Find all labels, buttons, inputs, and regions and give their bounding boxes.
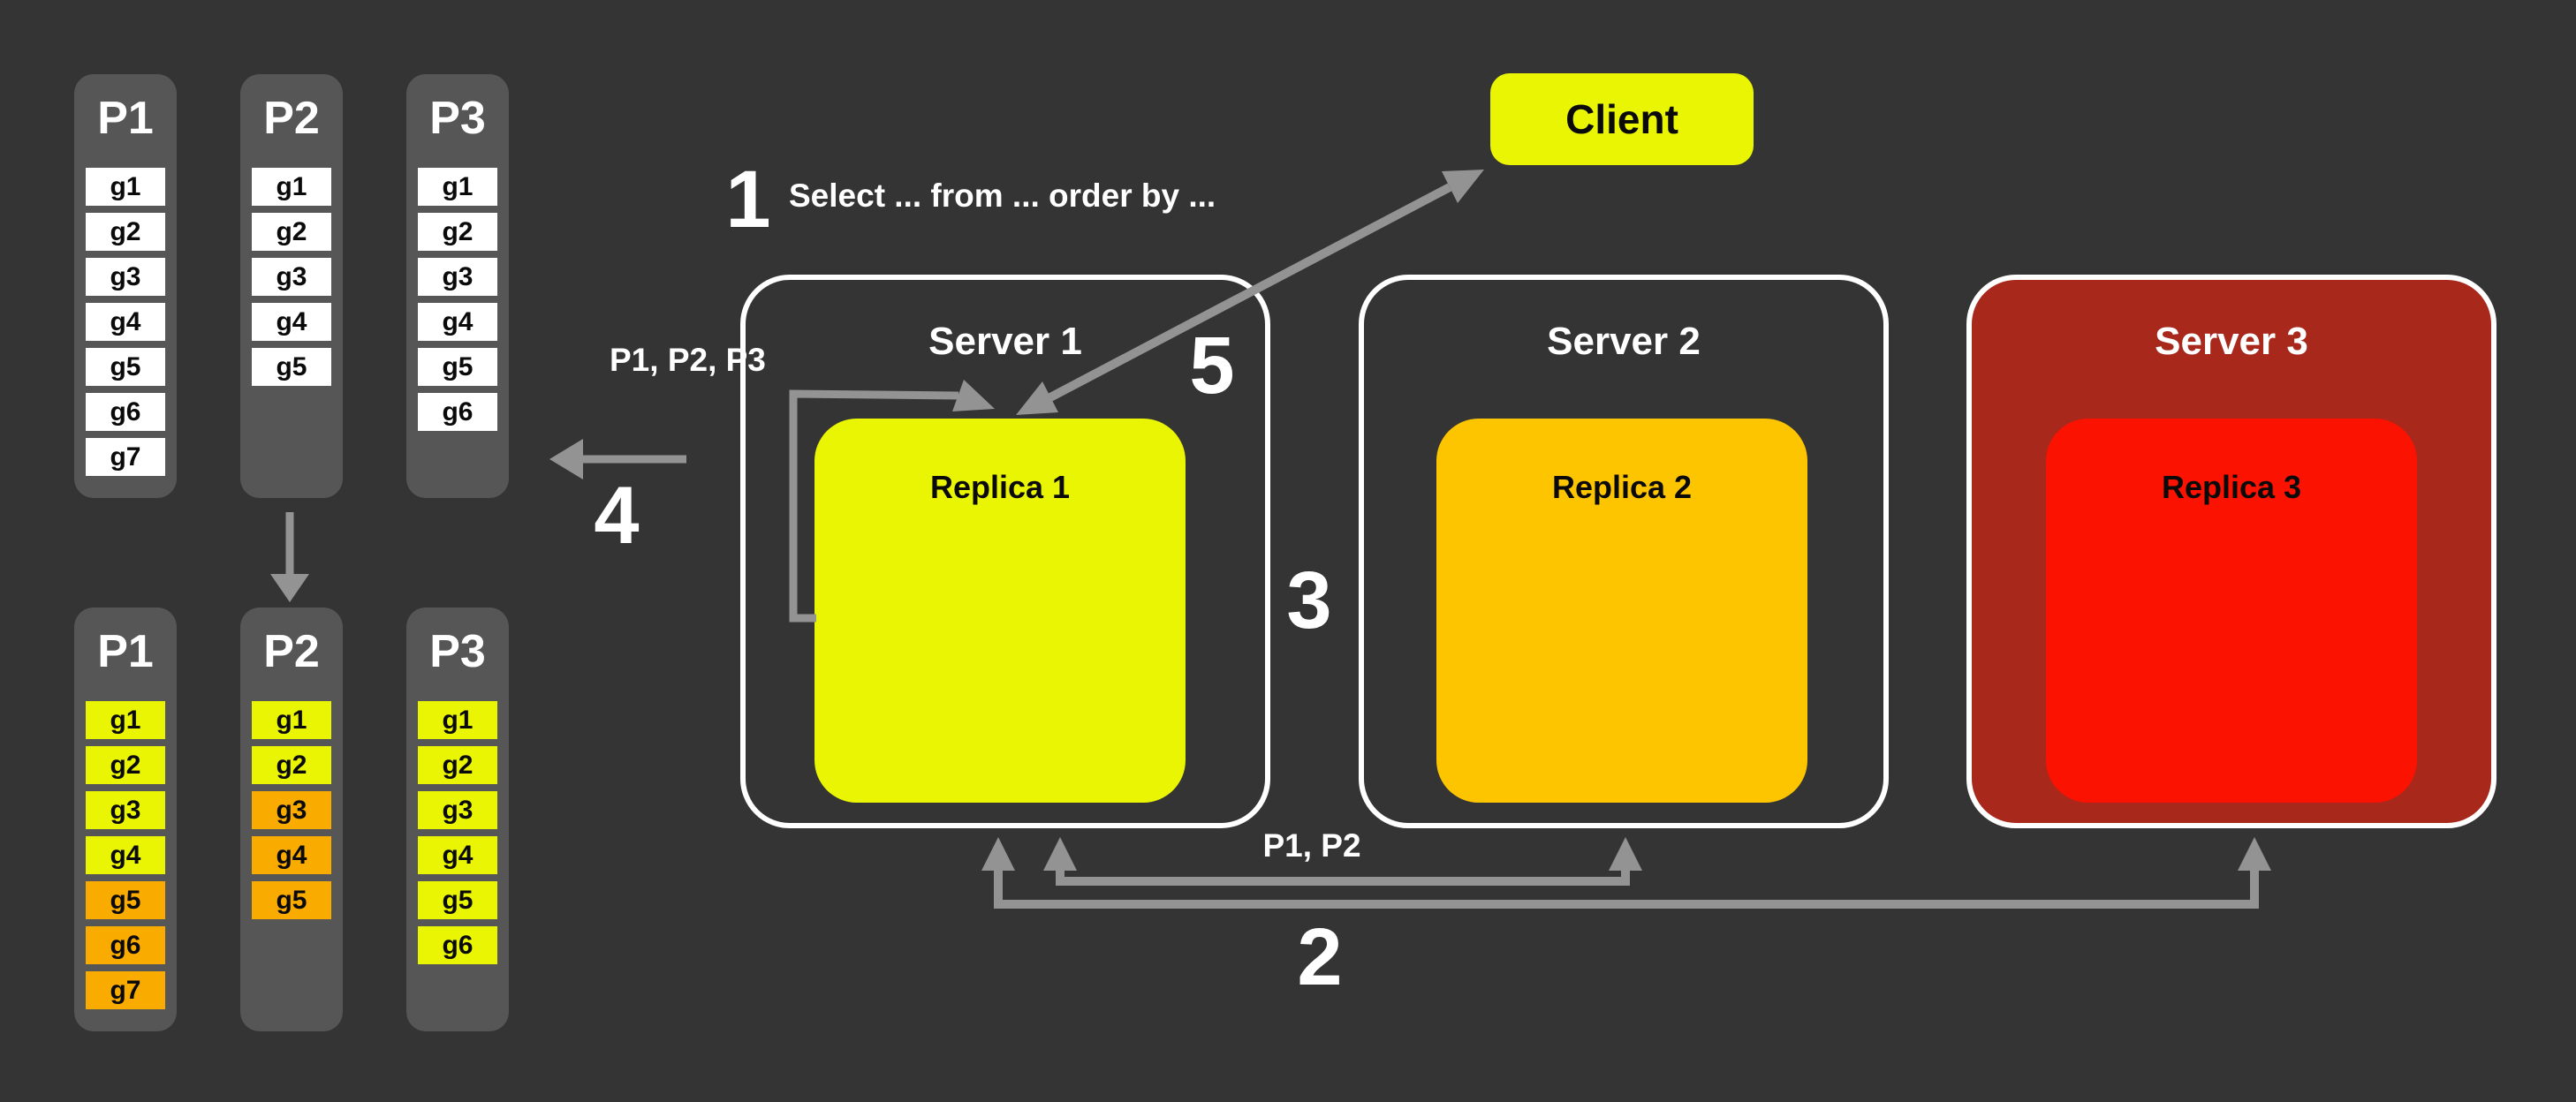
partition-cell-g5: g5: [86, 348, 165, 386]
partition-cell-g6: g6: [418, 393, 497, 431]
partition-cells: g1 g2 g3 g4 g5: [252, 168, 331, 386]
partition-column-label: P2: [263, 626, 320, 677]
replica-3-box: Replica 3: [2046, 419, 2417, 803]
partition-cell-g5: g5: [418, 348, 497, 386]
partition-column-p3: P3 g1 g2 g3 g4 g5 g6: [406, 608, 509, 1031]
step-3-number: 3: [1286, 555, 1332, 645]
repartition-down-arrow: [270, 512, 309, 602]
partition-cell-g2: g2: [252, 746, 331, 784]
partition-column-label: P1: [97, 626, 154, 677]
partition-cell-g5: g5: [86, 881, 165, 919]
replica-3-label: Replica 3: [2161, 469, 2302, 505]
partition-cell-g2: g2: [418, 746, 497, 784]
partition-column-p1: P1 g1 g2 g3 g4 g5 g6 g7: [74, 608, 177, 1031]
partitions-p1-p2-p3-label: P1, P2, P3: [610, 342, 766, 378]
partition-cell-g5: g5: [418, 881, 497, 919]
partition-cell-g1: g1: [418, 701, 497, 739]
partition-cell-g4: g4: [252, 303, 331, 341]
replica-1-label: Replica 1: [929, 469, 1071, 505]
step-2-number: 2: [1297, 912, 1343, 1002]
server-2-box: Server 2: [1359, 275, 1889, 828]
partition-cell-g5: g5: [252, 348, 331, 386]
partition-cells: g1 g2 g3 g4 g5 g6 g7: [86, 168, 165, 476]
partition-column-p1: P1 g1 g2 g3 g4 g5 g6 g7: [74, 74, 177, 498]
partition-cell-g4: g4: [418, 303, 497, 341]
partition-cell-g3: g3: [252, 791, 331, 829]
server-3-label: Server 3: [2155, 320, 2308, 363]
partition-cell-g7: g7: [86, 438, 165, 476]
partition-cell-g1: g1: [252, 701, 331, 739]
partition-group-before: P1 g1 g2 g3 g4 g5 g6 g7 P2 g1 g2 g3 g4 g5 P3 g1 g2 g3 g4 g5…: [74, 74, 509, 498]
partition-column-p2: P2 g1 g2 g3 g4 g5: [240, 608, 343, 1031]
partition-cell-g4: g4: [418, 836, 497, 874]
partition-group-after: P1 g1 g2 g3 g4 g5 g6 g7 P2 g1 g2 g3 g4 g5 P3 g1 g2 g3 g4 g5…: [74, 608, 509, 1031]
partition-cell-g2: g2: [86, 213, 165, 251]
partition-cell-g3: g3: [418, 258, 497, 296]
partition-column-label: P2: [263, 93, 320, 144]
partition-cells: g1 g2 g3 g4 g5 g6: [418, 168, 497, 431]
replica-2-box: Replica 2: [1436, 419, 1807, 803]
partition-cell-g1: g1: [252, 168, 331, 206]
scatter-outer-arrow: [981, 837, 2271, 909]
partition-cell-g4: g4: [252, 836, 331, 874]
partition-cell-g1: g1: [418, 168, 497, 206]
partition-cell-g6: g6: [86, 926, 165, 964]
replica-1-box: Replica 1: [814, 419, 1186, 803]
step-5-number: 5: [1189, 321, 1235, 411]
partition-cell-g2: g2: [252, 213, 331, 251]
partition-cell-g5: g5: [252, 881, 331, 919]
step-4-number: 4: [594, 471, 640, 561]
server-2-label: Server 2: [1547, 320, 1701, 363]
partition-cells: g1 g2 g3 g4 g5 g6 g7: [86, 701, 165, 1009]
partition-cells: g1 g2 g3 g4 g5: [252, 701, 331, 919]
partition-cell-g2: g2: [418, 213, 497, 251]
partition-cell-g3: g3: [86, 791, 165, 829]
partition-cell-g4: g4: [86, 836, 165, 874]
partition-cell-g3: g3: [418, 791, 497, 829]
partition-cell-g1: g1: [86, 168, 165, 206]
partition-cell-g3: g3: [86, 258, 165, 296]
partition-cell-g3: g3: [252, 258, 331, 296]
query-text: Select ... from ... order by ...: [789, 177, 1216, 214]
partition-cell-g7: g7: [86, 971, 165, 1009]
client-label: Client: [1565, 96, 1678, 142]
partition-cell-g4: g4: [86, 303, 165, 341]
client-box: Client: [1490, 73, 1754, 165]
partition-column-p2: P2 g1 g2 g3 g4 g5: [240, 74, 343, 498]
partition-column-p3: P3 g1 g2 g3 g4 g5 g6: [406, 74, 509, 498]
partition-column-label: P1: [97, 93, 154, 144]
partition-cell-g6: g6: [86, 393, 165, 431]
partition-cells: g1 g2 g3 g4 g5 g6: [418, 701, 497, 964]
partition-cell-g6: g6: [418, 926, 497, 964]
partition-column-label: P3: [429, 626, 486, 677]
partition-cell-g1: g1: [86, 701, 165, 739]
partitions-p1-p2-label: P1, P2: [1262, 827, 1361, 864]
replica-2-label: Replica 2: [1551, 469, 1693, 505]
step-1-number: 1: [725, 155, 771, 245]
partition-cell-g2: g2: [86, 746, 165, 784]
partition-column-label: P3: [429, 93, 486, 144]
